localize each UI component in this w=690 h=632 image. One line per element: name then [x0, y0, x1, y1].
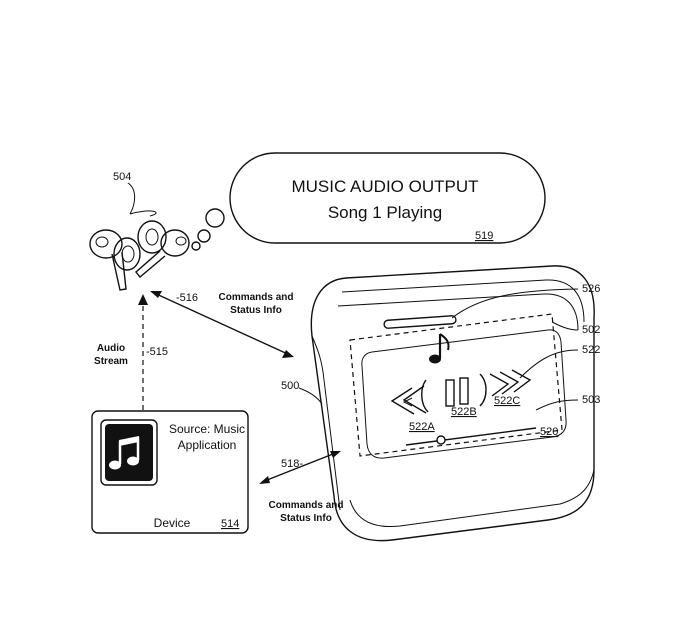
display-leader	[551, 321, 579, 331]
device-case-link: 518- Commands and Status Info	[259, 451, 344, 524]
case-screen	[361, 329, 567, 459]
btn-prev-ref: 522A	[409, 421, 435, 433]
earbuds-ref: 504	[113, 171, 131, 183]
pause-button-icon[interactable]	[421, 373, 487, 413]
case-ref: 500	[281, 380, 299, 392]
music-note-icon	[109, 436, 140, 470]
earbud-case-link: -516 Commands and Status Info	[150, 291, 294, 358]
link-516-caption-2: Status Info	[230, 305, 282, 316]
controls-leader	[519, 349, 579, 379]
btn-pause-ref: 522B	[451, 406, 477, 418]
earbuds: 504	[89, 171, 190, 291]
bubble-outline	[229, 152, 546, 244]
audio-stream-link: Audio Stream -515	[94, 294, 168, 410]
bubble-ref: 519	[475, 230, 493, 242]
progress-track[interactable]	[405, 427, 537, 446]
prev-button-icon[interactable]	[390, 385, 427, 415]
audio-caption-1: Audio	[97, 343, 125, 354]
screen-ref: 520	[540, 426, 558, 438]
device-source-line-1: Source: Music	[169, 422, 245, 436]
strip-ref: 526	[582, 283, 600, 295]
area-leader	[535, 399, 579, 411]
link-518-ref: 518-	[281, 458, 303, 470]
bubble-subtitle: Song 1 Playing	[328, 203, 442, 222]
next-button-icon[interactable]	[489, 369, 532, 397]
left-earbud-icon	[89, 229, 141, 291]
arrowhead-icon	[138, 294, 148, 305]
controls-ref: 522	[582, 344, 600, 356]
audio-caption-2: Stream	[94, 356, 128, 367]
case-led-strip	[383, 315, 457, 329]
music-note-icon	[429, 333, 450, 364]
right-earbud-icon	[135, 220, 190, 278]
device-outline	[91, 410, 249, 534]
device-label: Device	[154, 516, 191, 530]
bubble-dot-medium	[197, 229, 211, 243]
case-bottom-contour	[349, 469, 595, 528]
case-lid-line	[341, 279, 585, 323]
earbuds-leader	[127, 182, 136, 215]
link-518-caption-2: Status Info	[280, 513, 332, 524]
bubble-title: MUSIC AUDIO OUTPUT	[291, 177, 478, 196]
bubble-dot-large	[205, 208, 225, 228]
device-source-line-2: Application	[178, 438, 237, 452]
case-lid-line-inner	[337, 293, 579, 331]
case-outer-shell	[310, 265, 595, 542]
app-icon-frame	[100, 419, 158, 486]
case-side-contour	[311, 335, 341, 511]
source-device: Source: Music Application Device 514	[91, 410, 249, 534]
area-ref: 503	[582, 394, 600, 406]
arrowhead-icon	[282, 350, 294, 358]
charging-case: 522A 522B 522C 520 500 526 502 522 503	[281, 265, 600, 542]
music-output-bubble: MUSIC AUDIO OUTPUT Song 1 Playing 519	[191, 152, 546, 251]
link-518-caption-1: Commands and	[268, 500, 343, 511]
case-display-area	[349, 313, 563, 457]
link-518-line	[261, 451, 339, 483]
music-app-icon	[105, 424, 153, 481]
btn-next-ref: 522C	[494, 395, 520, 407]
arrowhead-icon	[259, 476, 270, 484]
strip-leader	[451, 288, 579, 319]
progress-knob[interactable]	[436, 435, 446, 445]
link-515-ref: -515	[146, 346, 168, 358]
arrowhead-icon	[150, 291, 162, 298]
case-leader	[298, 387, 323, 405]
bubble-dot-small	[191, 241, 201, 251]
device-ref: 514	[221, 518, 239, 530]
arrowhead-icon	[330, 451, 341, 458]
display-ref: 502	[582, 324, 600, 336]
link-516-line	[151, 291, 293, 357]
link-516-ref: -516	[176, 292, 198, 304]
link-516-caption-1: Commands and	[218, 292, 293, 303]
earbuds-bracket	[129, 210, 157, 217]
